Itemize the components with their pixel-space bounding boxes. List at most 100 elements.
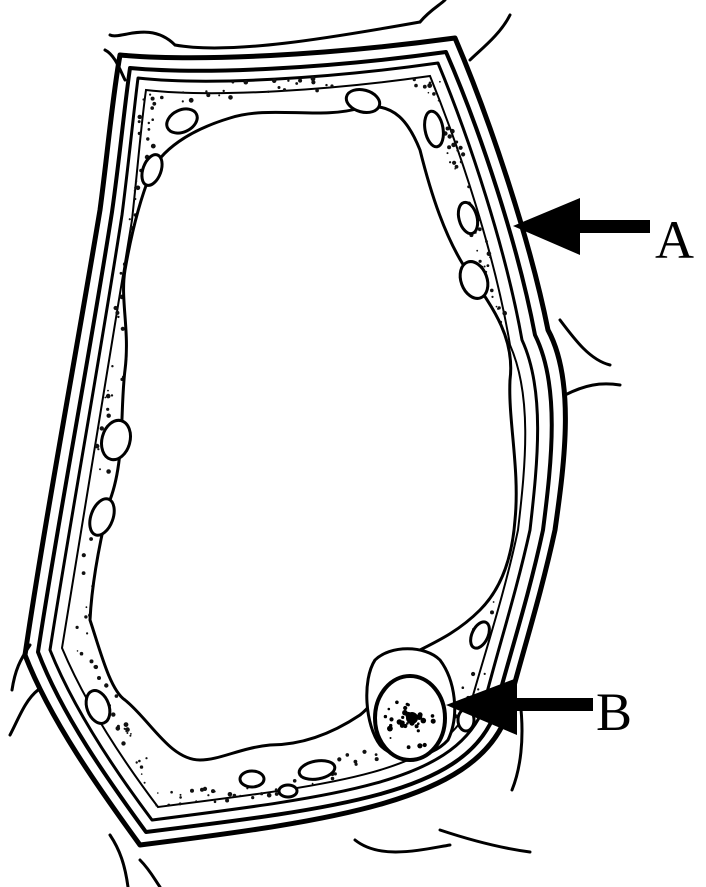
chromatin-granule (431, 719, 436, 724)
granule (211, 789, 215, 793)
granule (138, 760, 141, 763)
granule (487, 264, 490, 267)
granule (106, 469, 111, 474)
granule (459, 146, 463, 150)
granule (414, 84, 418, 88)
chromatin-granule (407, 745, 411, 749)
granule (195, 800, 197, 802)
granule (141, 125, 143, 127)
granule (460, 161, 463, 164)
granule (151, 144, 156, 149)
granule (157, 792, 159, 794)
granule (228, 792, 233, 797)
chloroplast (279, 785, 297, 797)
granule (449, 161, 451, 163)
granule (135, 180, 137, 182)
granule (121, 741, 125, 745)
granule (484, 266, 486, 268)
granule (471, 672, 475, 676)
granule (267, 91, 269, 93)
granule (189, 99, 191, 101)
chromatin-granule (407, 703, 410, 706)
granule (438, 100, 440, 102)
granule (145, 757, 147, 759)
granule (447, 145, 451, 149)
granule (140, 765, 143, 768)
granule (232, 81, 235, 84)
granule (502, 311, 507, 316)
granule (155, 805, 157, 807)
granule (125, 727, 130, 732)
granule (450, 129, 455, 134)
granule (346, 753, 350, 757)
chromatin-granule (417, 722, 420, 725)
granule (455, 141, 458, 144)
granule (413, 78, 416, 81)
chloroplast (240, 771, 264, 787)
granule (423, 85, 427, 89)
granule (331, 777, 335, 781)
label-a-pointer: A (513, 198, 694, 270)
granule (94, 665, 98, 669)
granule (134, 198, 136, 200)
granule (99, 468, 101, 470)
chromatin-granule (387, 726, 393, 732)
granule (493, 601, 495, 603)
granule (214, 801, 217, 804)
granule (496, 306, 498, 308)
granule (354, 760, 358, 764)
nucleus (367, 649, 455, 760)
granule (477, 688, 479, 690)
granule (111, 394, 113, 396)
granule (144, 782, 146, 784)
granule (490, 610, 494, 614)
granule (115, 694, 119, 698)
granule (126, 732, 128, 734)
granule (283, 88, 286, 91)
granule (206, 93, 210, 97)
granule (77, 650, 79, 652)
granule (90, 659, 94, 663)
label-a: A (655, 210, 694, 270)
granule (82, 571, 86, 575)
granule (225, 799, 229, 803)
granule (138, 115, 142, 119)
granule (456, 150, 458, 152)
granule (114, 306, 118, 310)
granule (479, 260, 482, 263)
granule (124, 722, 129, 727)
granule (432, 92, 436, 96)
granule (498, 306, 501, 309)
chromatin-granule (401, 716, 404, 719)
granule (136, 761, 138, 763)
granule (86, 632, 88, 634)
granule (148, 122, 150, 124)
granule (104, 397, 106, 399)
granule (452, 161, 456, 165)
granule (120, 272, 123, 275)
granule (160, 96, 164, 100)
granule (182, 91, 184, 93)
granule (150, 106, 154, 110)
granule (233, 794, 237, 798)
granule (325, 84, 327, 86)
chromatin-granule (384, 715, 387, 718)
granule (107, 390, 109, 392)
granule (152, 102, 156, 106)
granule (295, 82, 298, 85)
chromatin-granule (400, 723, 405, 728)
granule (138, 132, 141, 135)
chromatin-granule (388, 708, 391, 711)
granule (447, 152, 449, 154)
granule (312, 783, 314, 785)
granule (95, 444, 100, 449)
granule (129, 218, 131, 220)
granule (146, 137, 149, 140)
granule (80, 652, 84, 656)
granule (115, 311, 119, 315)
granule (82, 553, 86, 557)
granule (487, 251, 492, 256)
granule (170, 791, 173, 794)
granule (228, 95, 233, 100)
